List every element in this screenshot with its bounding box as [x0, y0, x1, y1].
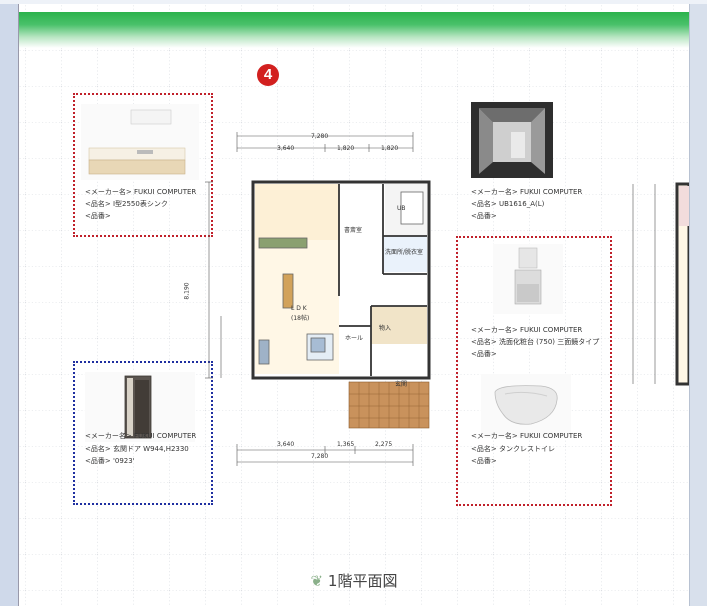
- bath-maker-label: <メーカー名> FUKUI COMPUTER: [471, 188, 583, 196]
- dimension-lines-top: [236, 132, 414, 152]
- room-ldk-size: (18帖): [291, 315, 310, 322]
- dim-top-1: 3,640: [277, 145, 295, 152]
- title-banner: [19, 12, 689, 48]
- vanity-number-label: <品番>: [471, 350, 497, 358]
- interior-walls: [338, 184, 427, 376]
- dimension-lines-bottom: [236, 444, 414, 466]
- toilet-number-label: <品番>: [471, 457, 497, 465]
- dim-bottom-1: 3,640: [277, 441, 295, 448]
- room-entrance: 玄関: [395, 381, 408, 388]
- door-number-label: <品番> '0923': [85, 457, 135, 465]
- kitchen-item-box[interactable]: [73, 93, 213, 237]
- caption-text: 1階平面図: [327, 572, 398, 590]
- furniture: [258, 191, 424, 365]
- door-maker-label: <メーカー名> FUKUI COMPUTER: [85, 432, 197, 440]
- page-caption: ❦ 1階平面図: [19, 570, 689, 591]
- second-floor-plan-partial: [632, 182, 689, 386]
- dim-left: 8,190: [183, 282, 191, 300]
- door-name-label: <品名> 玄関ドア W944,H2330: [85, 445, 189, 453]
- bath-number-label: <品番>: [471, 212, 497, 220]
- toilet-name-label: <品名> タンクレストイレ: [471, 445, 555, 453]
- dim-top-total: 7,280: [311, 133, 329, 140]
- vertical-scrollbar[interactable]: [689, 4, 707, 606]
- entrance-door-thumbnail: [85, 372, 195, 442]
- room-study: 書斎室: [344, 227, 363, 234]
- step-number-badge: 4: [257, 64, 279, 86]
- room-storage: 物入: [379, 325, 392, 332]
- floor-plan-drawing[interactable]: [187, 126, 437, 486]
- building-outline: [251, 180, 431, 380]
- vanity-thumbnail: [493, 244, 563, 314]
- toilet-maker-label: <メーカー名> FUKUI COMPUTER: [471, 432, 583, 440]
- room-washroom: 洗面所/脱衣室: [385, 249, 424, 256]
- dim-bottom-3: 2,275: [375, 441, 393, 448]
- window-top-strip: [0, 0, 707, 4]
- vanity-maker-label: <メーカー名> FUKUI COMPUTER: [471, 326, 583, 334]
- dim-bottom-2: 1,365: [337, 441, 355, 448]
- vanity-toilet-item-box[interactable]: [456, 236, 612, 506]
- room-ub: UB: [397, 205, 406, 212]
- kitchen-maker-label: <メーカー名> FUKUI COMPUTER: [85, 188, 197, 196]
- layout-page[interactable]: 4 <メーカー名> FUKUI COMPUTER <品名> I型2550表シンク…: [18, 4, 689, 606]
- toilet-thumbnail: [481, 374, 571, 438]
- dim-top-2: 1,820: [337, 145, 355, 152]
- unit-bath-thumbnail: [471, 102, 553, 178]
- dim-top-3: 1,820: [381, 145, 399, 152]
- dimension-lines-left: [205, 181, 222, 379]
- door-item-box[interactable]: [73, 361, 213, 505]
- kitchen-number-label: <品番>: [85, 212, 111, 220]
- kitchen-sink-thumbnail: [81, 104, 199, 180]
- kitchen-name-label: <品名> I型2550表シンク: [85, 200, 168, 208]
- dim-bottom-total: 7,280: [311, 453, 329, 460]
- room-ldk: L D K: [291, 305, 307, 312]
- vanity-name-label: <品名> 洗面化粧台 (750) 三面鏡タイプ: [471, 338, 600, 346]
- leaf-icon: ❦: [310, 572, 324, 590]
- bath-name-label: <品名> UB1616_A(L): [471, 200, 545, 208]
- room-hall: ホール: [345, 335, 364, 342]
